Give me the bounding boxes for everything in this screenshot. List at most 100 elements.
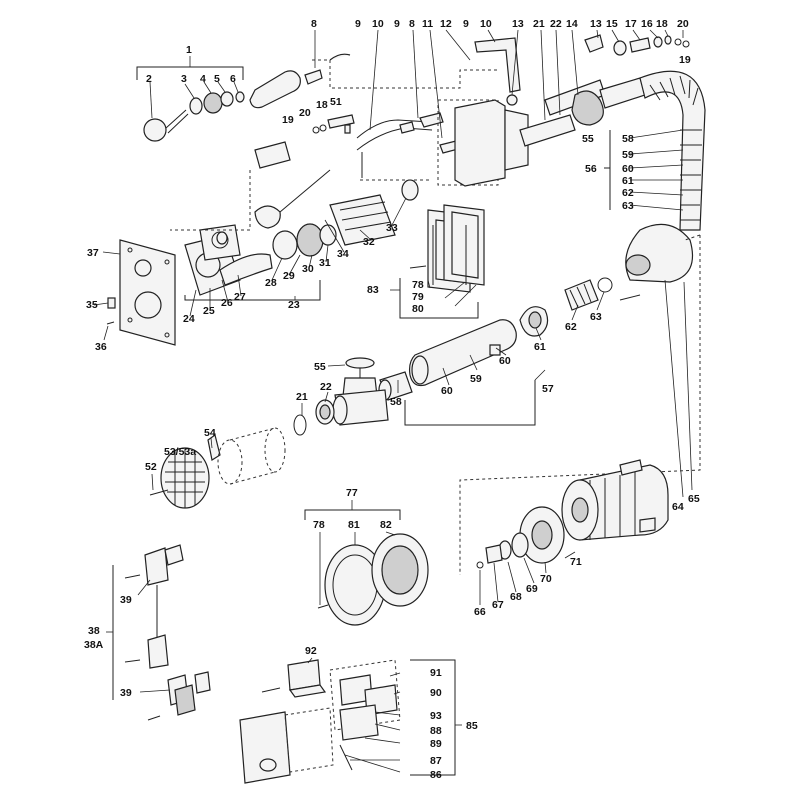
label-89: 89 xyxy=(430,738,442,750)
label-71: 71 xyxy=(570,556,582,568)
label-59a: 59 xyxy=(622,149,634,161)
label-13b: 13 xyxy=(590,18,602,30)
label-78a: 78 xyxy=(412,279,424,291)
label-26: 26 xyxy=(221,297,233,309)
label-79: 79 xyxy=(412,291,424,303)
label-62b: 62 xyxy=(565,321,577,333)
float-switch-38 xyxy=(106,544,211,721)
label-81: 81 xyxy=(348,519,360,531)
label-5: 5 xyxy=(214,73,220,85)
label-63b: 63 xyxy=(590,311,602,323)
label-52: 52 xyxy=(145,461,157,473)
label-10b: 10 xyxy=(480,18,492,30)
pump-body-23 xyxy=(170,141,430,317)
label-91: 91 xyxy=(430,667,442,679)
label-78b: 78 xyxy=(313,519,325,531)
label-88: 88 xyxy=(430,725,442,737)
label-54: 54 xyxy=(204,427,216,439)
label-34: 34 xyxy=(337,248,349,260)
label-37: 37 xyxy=(87,247,99,259)
label-18a: 18 xyxy=(656,18,668,30)
label-92: 92 xyxy=(305,645,317,657)
control-box-85 xyxy=(239,657,462,784)
label-1: 1 xyxy=(186,44,192,56)
label-57: 57 xyxy=(542,383,554,395)
label-83: 83 xyxy=(367,284,379,296)
label-90: 90 xyxy=(430,687,442,699)
part-labels: 1 2 3 4 5 6 8 9 10 9 8 11 12 9 10 13 21 … xyxy=(84,18,700,781)
label-64: 64 xyxy=(672,501,684,513)
group-1-assembly xyxy=(136,56,301,142)
label-9c: 9 xyxy=(463,18,469,30)
label-11: 11 xyxy=(422,18,433,30)
label-28: 28 xyxy=(265,277,277,289)
label-10a: 10 xyxy=(372,18,384,30)
label-61b: 61 xyxy=(534,341,546,353)
label-51: 51 xyxy=(330,96,342,108)
label-2: 2 xyxy=(146,73,152,85)
gasket-frames-83 xyxy=(390,204,485,319)
label-36: 36 xyxy=(95,341,107,353)
label-17: 17 xyxy=(625,18,637,30)
label-4: 4 xyxy=(200,73,206,85)
label-38A: 38A xyxy=(84,639,104,651)
upper-piping xyxy=(304,29,690,187)
corrugated-hose-56 xyxy=(604,70,706,283)
mounting-plate-37 xyxy=(93,239,176,346)
label-20b: 20 xyxy=(299,107,311,119)
label-39b: 39 xyxy=(120,687,132,699)
ring-set-77 xyxy=(304,500,429,626)
label-53: 53/53a xyxy=(164,446,196,458)
label-20a: 20 xyxy=(677,18,689,30)
label-60b: 60 xyxy=(499,355,511,367)
label-31: 31 xyxy=(319,257,331,269)
label-9b: 9 xyxy=(394,18,400,30)
label-32: 32 xyxy=(363,236,375,248)
label-15: 15 xyxy=(606,18,618,30)
label-67: 67 xyxy=(492,599,504,611)
label-63a: 63 xyxy=(622,200,634,212)
label-55a: 55 xyxy=(582,133,594,145)
label-12: 12 xyxy=(440,18,452,30)
label-68: 68 xyxy=(510,591,522,603)
label-24: 24 xyxy=(183,313,195,325)
label-22a: 22 xyxy=(550,18,562,30)
label-21b: 21 xyxy=(296,391,308,403)
label-61a: 61 xyxy=(622,175,634,187)
label-33: 33 xyxy=(386,222,398,234)
label-35: 35 xyxy=(86,299,98,311)
label-80: 80 xyxy=(412,303,424,315)
motor-assembly xyxy=(459,234,701,605)
label-70: 70 xyxy=(540,573,552,585)
label-69: 69 xyxy=(526,583,538,595)
label-77: 77 xyxy=(346,487,358,499)
valve-55 xyxy=(293,357,389,436)
label-8b: 8 xyxy=(409,18,415,30)
label-59b: 59 xyxy=(470,373,482,385)
label-25: 25 xyxy=(203,305,215,317)
label-16: 16 xyxy=(641,18,653,30)
label-38: 38 xyxy=(88,625,100,637)
label-60a: 60 xyxy=(622,163,634,175)
label-56: 56 xyxy=(585,163,597,175)
label-29: 29 xyxy=(283,270,295,282)
label-6: 6 xyxy=(230,73,236,85)
label-13a: 13 xyxy=(512,18,524,30)
label-8a: 8 xyxy=(311,18,317,30)
label-93: 93 xyxy=(430,710,442,722)
label-19b: 19 xyxy=(282,114,294,126)
label-14: 14 xyxy=(566,18,578,30)
label-87: 87 xyxy=(430,755,442,767)
label-19a: 19 xyxy=(679,54,691,66)
label-22b: 22 xyxy=(320,381,332,393)
label-9a: 9 xyxy=(355,18,361,30)
label-58b: 58 xyxy=(390,396,402,408)
label-62a: 62 xyxy=(622,187,634,199)
strainer-53 xyxy=(149,427,286,509)
label-66: 66 xyxy=(474,606,486,618)
label-60c: 60 xyxy=(441,385,453,397)
label-3: 3 xyxy=(181,73,187,85)
label-39a: 39 xyxy=(120,594,132,606)
